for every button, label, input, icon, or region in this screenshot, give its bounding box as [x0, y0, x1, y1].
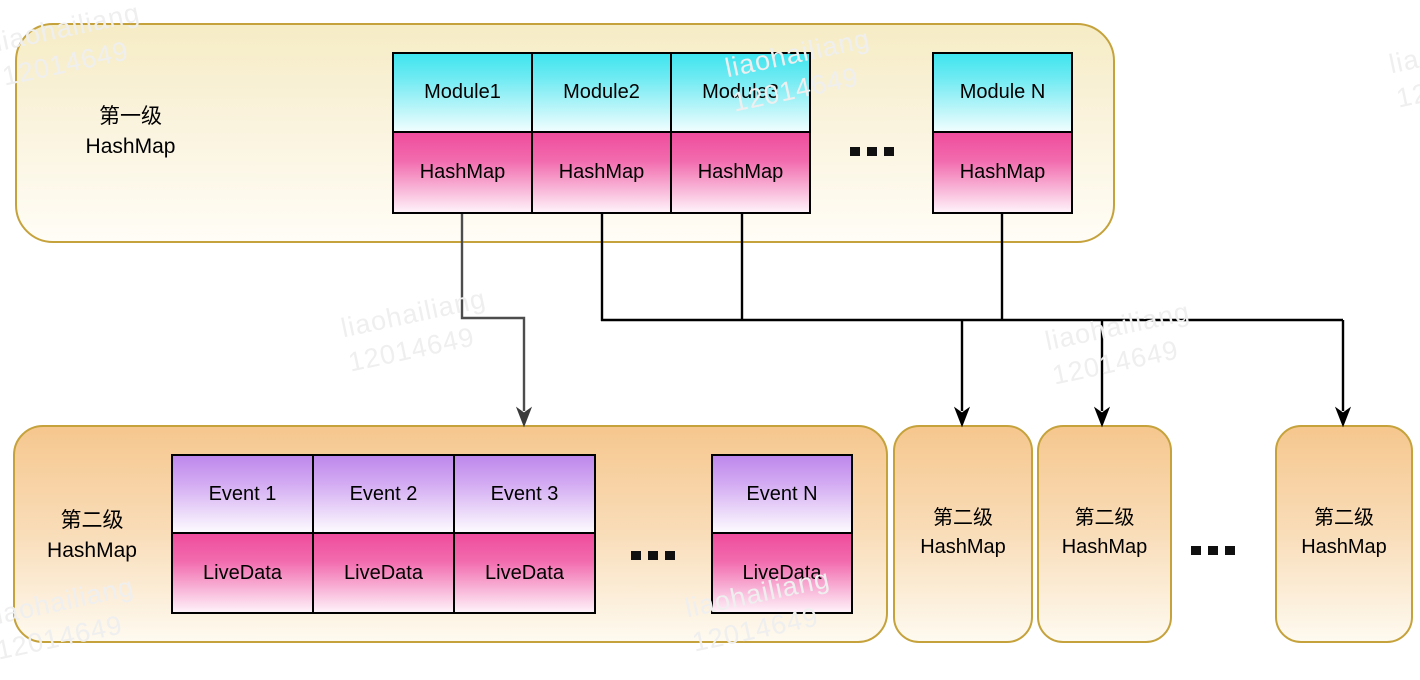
arrowhead-small2	[1093, 406, 1111, 428]
event2-cell: Event 2	[312, 454, 455, 534]
level2-small-container-1	[893, 425, 1033, 643]
arrowhead-small3	[1334, 406, 1352, 428]
module3-hashmap-cell: HashMap	[670, 131, 811, 214]
level2-main-label-line1: 第二级	[60, 509, 124, 532]
level2-small-label-2: 第二级 HashMap	[1037, 504, 1172, 562]
level2-small-3-line1: 第二级	[1314, 507, 1374, 529]
eventN-cell: Event N	[711, 454, 853, 534]
module2-cell: Module2	[531, 52, 672, 133]
level2-small-2-line1: 第二级	[1074, 507, 1135, 529]
connector-module1-to-level2main	[460, 214, 526, 411]
arrowhead-small1	[953, 406, 971, 428]
module3-cell: Module3	[670, 52, 811, 133]
level2-main-label: 第二级 HashMap	[8, 506, 176, 566]
level2-small-label-1: 第二级 HashMap	[893, 504, 1033, 562]
level2-small-1-line2: HashMap	[920, 536, 1006, 558]
level2-small-1-line1: 第二级	[933, 507, 993, 529]
level2-small-container-3	[1275, 425, 1413, 643]
level2-main-label-line2: HashMap	[47, 539, 137, 562]
level2-ellipsis-icon	[631, 551, 675, 560]
event1-livedata-cell: LiveData	[171, 532, 314, 614]
level2-small-label-3: 第二级 HashMap	[1275, 504, 1413, 562]
moduleN-hashmap-cell: HashMap	[932, 131, 1073, 214]
level1-label-line1: 第一级	[99, 105, 162, 128]
eventN-livedata-cell: LiveData	[711, 532, 853, 614]
arrowhead-level2main	[515, 406, 533, 428]
event3-livedata-cell: LiveData	[453, 532, 596, 614]
level2-small-3-line2: HashMap	[1301, 536, 1387, 558]
level2-small-2-line2: HashMap	[1061, 536, 1148, 558]
level2-small-container-2	[1037, 425, 1172, 643]
moduleN-cell: Module N	[932, 52, 1073, 133]
module2-hashmap-cell: HashMap	[531, 131, 672, 214]
module1-hashmap-cell: HashMap	[392, 131, 533, 214]
level1-ellipsis-icon	[850, 147, 894, 156]
level1-label-line2: HashMap	[85, 135, 176, 158]
level1-label: 第一级 HashMap	[38, 102, 223, 162]
level2-small-ellipsis-icon	[1191, 546, 1235, 555]
event2-livedata-cell: LiveData	[312, 532, 455, 614]
